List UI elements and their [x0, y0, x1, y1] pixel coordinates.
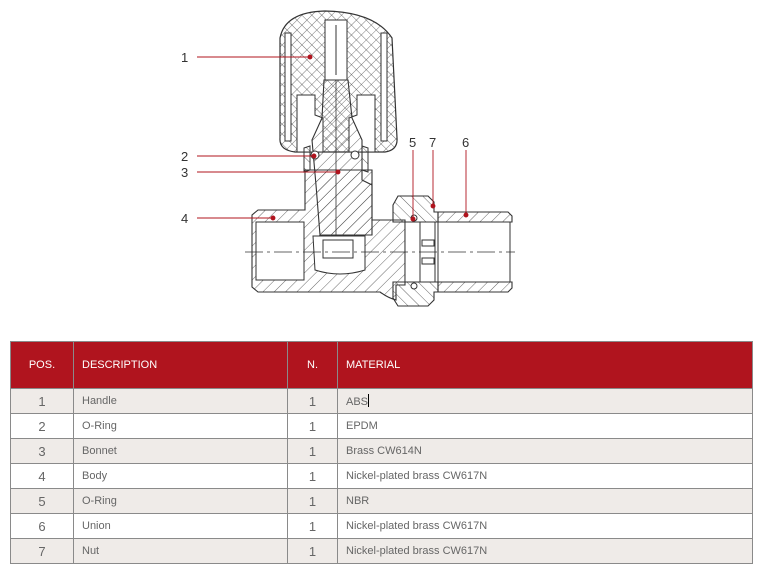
- cell-n: 1: [287, 438, 338, 464]
- cell-n: 1: [287, 513, 338, 539]
- material-text: ABS: [346, 396, 369, 408]
- table-header-row: POS. DESCRIPTION N. MATERIAL: [10, 341, 753, 389]
- header-pos: POS.: [10, 341, 74, 389]
- cell-pos: 4: [10, 463, 74, 489]
- cell-pos: 5: [10, 488, 74, 514]
- table-row: 4 Body 1 Nickel-plated brass CW617N: [10, 463, 753, 489]
- cell-pos: 7: [10, 538, 74, 564]
- callout-2: 2: [181, 149, 189, 164]
- cell-description: Body: [73, 463, 288, 489]
- body-part: [251, 169, 406, 301]
- cell-material[interactable]: ABS: [337, 388, 753, 414]
- cell-material: Nickel-plated brass CW617N: [337, 538, 753, 564]
- callout-7: 7: [429, 135, 437, 150]
- callout-5: 5: [409, 135, 417, 150]
- leader-lines: [197, 54, 469, 222]
- cell-description: Union: [73, 513, 288, 539]
- header-material: MATERIAL: [337, 341, 753, 389]
- valve-cross-section-drawing: [197, 10, 515, 307]
- cell-material: Nickel-plated brass CW617N: [337, 513, 753, 539]
- callout-1: 1: [181, 50, 189, 65]
- cell-material: NBR: [337, 488, 753, 514]
- cell-n: 1: [287, 463, 338, 489]
- cell-pos: 6: [10, 513, 74, 539]
- cell-pos: 2: [10, 413, 74, 439]
- cell-n: 1: [287, 538, 338, 564]
- cell-n: 1: [287, 388, 338, 414]
- table-row: 6 Union 1 Nickel-plated brass CW617N: [10, 513, 753, 539]
- cell-n: 1: [287, 413, 338, 439]
- cell-pos: 3: [10, 438, 74, 464]
- header-description: DESCRIPTION: [73, 341, 288, 389]
- header-n: N.: [287, 341, 338, 389]
- table-row: 5 O-Ring 1 NBR: [10, 488, 753, 514]
- callout-6: 6: [462, 135, 470, 150]
- cell-description: O-Ring: [73, 488, 288, 514]
- cell-pos: 1: [10, 388, 74, 414]
- cell-material: Brass CW614N: [337, 438, 753, 464]
- callout-3: 3: [181, 165, 189, 180]
- cell-description: Handle: [73, 388, 288, 414]
- cell-description: Bonnet: [73, 438, 288, 464]
- cell-description: Nut: [73, 538, 288, 564]
- cell-material: Nickel-plated brass CW617N: [337, 463, 753, 489]
- parts-table: POS. DESCRIPTION N. MATERIAL 1 Handle 1 …: [10, 341, 753, 564]
- table-row: 2 O-Ring 1 EPDM: [10, 413, 753, 439]
- table-row: 1 Handle 1 ABS: [10, 388, 753, 414]
- cell-description: O-Ring: [73, 413, 288, 439]
- table-row: 3 Bonnet 1 Brass CW614N: [10, 438, 753, 464]
- cell-n: 1: [287, 488, 338, 514]
- callout-4: 4: [181, 211, 189, 226]
- text-cursor: [368, 394, 370, 407]
- cell-material: EPDM: [337, 413, 753, 439]
- table-row: 7 Nut 1 Nickel-plated brass CW617N: [10, 538, 753, 564]
